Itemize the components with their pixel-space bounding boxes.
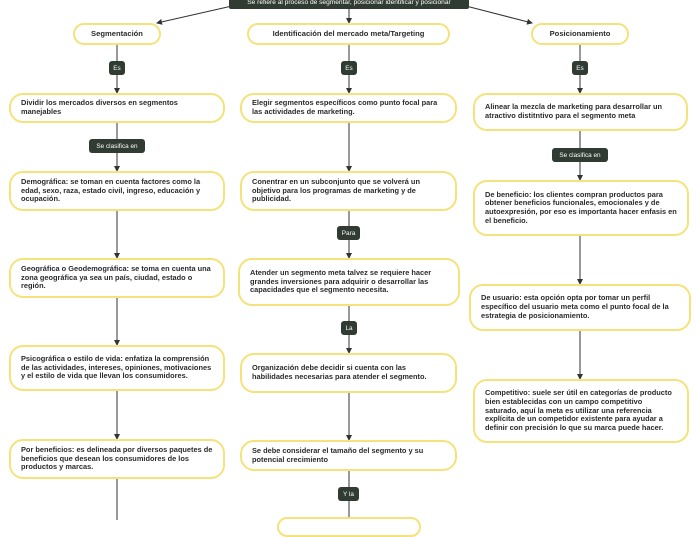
segmentacion-item-psicografica[interactable]: Psicográfica o estilo de vida: enfatiza …: [9, 345, 225, 391]
identificacion-definition[interactable]: Elegir segmentos específicos como punto …: [240, 93, 457, 123]
header-identificacion[interactable]: Identificación del mercado meta/Targetin…: [247, 23, 450, 45]
header-posicionamiento[interactable]: Posicionamiento: [531, 23, 629, 45]
segmentacion-item-geografica[interactable]: Geográfica o Geodemográfica: se toma en …: [9, 258, 225, 298]
identificacion-step-3[interactable]: Organización debe decidir si cuenta con …: [240, 353, 457, 393]
identificacion-step-2[interactable]: Atender un segmento meta talvez se requi…: [238, 258, 460, 306]
identificacion-next-node[interactable]: [277, 517, 421, 537]
root-topic[interactable]: Se refiere al proceso de segmentar, posi…: [229, 0, 469, 9]
connector-para[interactable]: Para: [337, 226, 360, 240]
connector-es-posicionamiento[interactable]: Es: [572, 61, 588, 75]
segmentacion-definition[interactable]: Dividir los mercados diversos en segment…: [9, 93, 225, 123]
connector-clasifica-segmentacion[interactable]: Se clasifica en: [89, 139, 145, 153]
segmentacion-item-demografica[interactable]: Demográfica: se toman en cuenta factores…: [9, 171, 225, 211]
posicionamiento-definition[interactable]: Alinear la mezcla de marketing para desa…: [473, 93, 688, 131]
identificacion-step-1[interactable]: Conentrar en un subconjunto que se volve…: [240, 171, 457, 211]
header-segmentacion[interactable]: Segmentación: [73, 23, 161, 45]
connector-la[interactable]: La: [341, 321, 357, 335]
connector-y-la[interactable]: Y la: [338, 487, 359, 501]
connector-clasifica-posicionamiento[interactable]: Se clasifica en: [552, 148, 608, 162]
posicionamiento-item-usuario[interactable]: De usuario: esta opción opta por tomar u…: [469, 284, 691, 331]
identificacion-step-4[interactable]: Se debe considerar el tamaño del segment…: [240, 440, 457, 471]
connector-es-identificacion[interactable]: Es: [341, 61, 357, 75]
posicionamiento-item-beneficio[interactable]: De beneficio: los clientes compran produ…: [473, 180, 689, 236]
connector-es-segmentacion[interactable]: Es: [109, 61, 125, 75]
segmentacion-item-beneficios[interactable]: Por beneficios: es delineada por diverso…: [9, 439, 225, 479]
posicionamiento-item-competitivo[interactable]: Competitivo: suele ser útil en categoría…: [473, 379, 689, 443]
connection-lines: [114, 5, 583, 520]
